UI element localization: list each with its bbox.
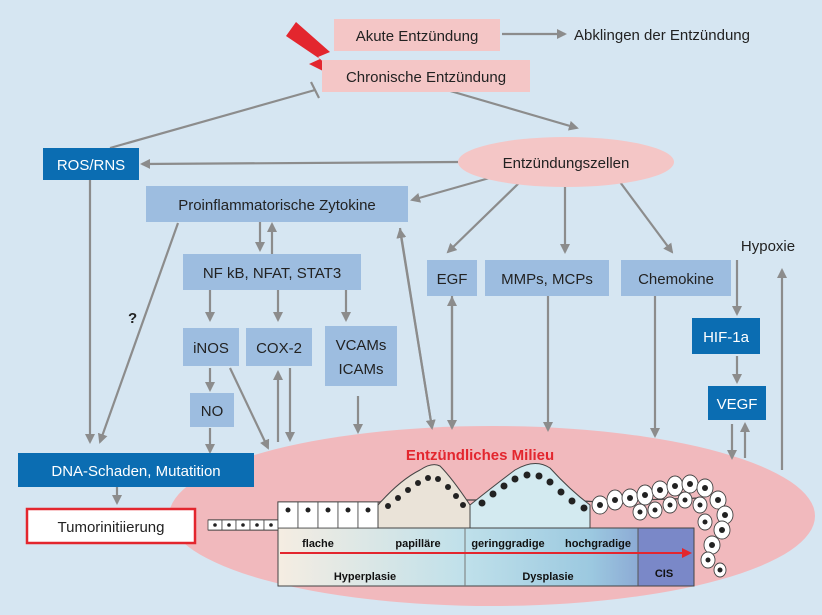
resolution-label: Abklingen der Entzündung: [574, 27, 750, 44]
tumor-initiation-label: Tumorinitiierung: [58, 519, 165, 536]
vegf-label: VEGF: [717, 396, 758, 413]
dna-damage-label: DNA-Schaden, Mutatition: [51, 463, 220, 480]
no-box: NO: [190, 393, 234, 427]
cox2-label: COX-2: [256, 340, 302, 357]
dysplasia-label: Dysplasie: [522, 571, 573, 583]
nfkb-box: NF kB, NFAT, STAT3: [183, 254, 361, 290]
cytokines-box: Proinflammatorische Zytokine: [146, 186, 408, 222]
inos-label: iNOS: [193, 340, 229, 357]
high-grade-label: hochgradige: [565, 538, 631, 550]
no-label: NO: [201, 403, 224, 420]
hypoxia-label: Hypoxie: [741, 238, 795, 255]
papillary-label: papilläre: [395, 538, 440, 550]
mmps-label: MMPs, MCPs: [501, 271, 593, 288]
ros-rns-box: ROS/RNS: [43, 148, 139, 180]
chronic-inflammation-box: Chronische Entzündung: [322, 60, 530, 92]
adhesion-molecules-box: VCAMs ICAMs: [325, 326, 397, 386]
vcams-label: VCAMs: [336, 337, 387, 354]
cis-label: CIS: [655, 568, 673, 580]
chemokine-box: Chemokine: [621, 260, 731, 296]
hif-box: HIF-1a: [692, 318, 760, 354]
hif-label: HIF-1a: [703, 329, 750, 346]
acute-inflammation-label: Akute Entzündung: [356, 28, 479, 45]
arrows: [85, 29, 787, 505]
egf-box: EGF: [427, 260, 477, 296]
milieu-title: Entzündliches Milieu: [406, 447, 554, 464]
cytokines-label: Proinflammatorische Zytokine: [178, 197, 376, 214]
egf-label: EGF: [437, 271, 468, 288]
mmps-box: MMPs, MCPs: [485, 260, 609, 296]
inflammatory-cells-label: Entzündungszellen: [503, 155, 630, 172]
cox2-box: COX-2: [246, 328, 312, 366]
question-mark: ?: [128, 310, 137, 327]
tissue-illustration: [207, 463, 734, 587]
chronic-inflammation-label: Chronische Entzündung: [346, 69, 506, 86]
inflammatory-cells-node: Entzündungszellen: [458, 137, 674, 187]
chemokine-label: Chemokine: [638, 271, 714, 288]
inos-box: iNOS: [183, 328, 239, 366]
dna-damage-box: DNA-Schaden, Mutatition: [18, 453, 254, 487]
ros-rns-label: ROS/RNS: [57, 157, 125, 174]
lightning-icon: [286, 22, 345, 82]
icams-label: ICAMs: [339, 361, 384, 378]
vegf-box: VEGF: [708, 386, 766, 420]
flat-label: flache: [302, 538, 334, 550]
low-grade-label: geringgradige: [471, 538, 544, 550]
tumor-initiation-box: Tumorinitiierung: [25, 507, 197, 545]
hyperplasia-label: Hyperplasie: [334, 571, 396, 583]
acute-inflammation-box: Akute Entzündung: [334, 19, 500, 51]
nfkb-label: NF kB, NFAT, STAT3: [203, 265, 341, 282]
